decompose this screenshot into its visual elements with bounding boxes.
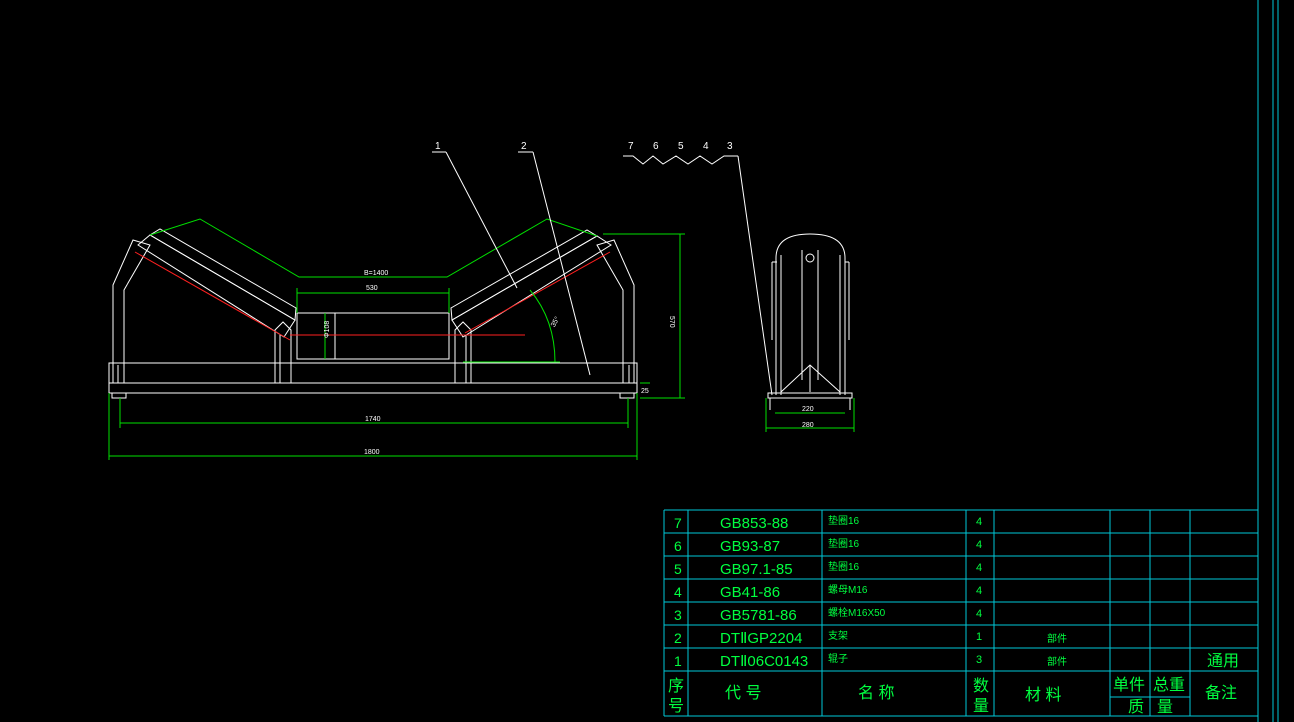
dim-1740-label: 1740	[365, 416, 381, 423]
row-code: GB5781-86	[720, 607, 797, 624]
dim-1800-label: 1800	[364, 449, 380, 456]
row-code: GB93-87	[720, 538, 780, 555]
right-roller	[450, 229, 612, 338]
header-total-mass-2: 量	[1157, 699, 1173, 716]
center-roller	[296, 312, 450, 360]
row-material: 部件	[1047, 655, 1067, 668]
header-no-2: 号	[668, 697, 684, 715]
row-name: 垫圈16	[828, 560, 860, 573]
balloon-1: 1	[435, 141, 441, 152]
row-no: 5	[674, 561, 682, 577]
row-no: 2	[674, 630, 682, 646]
front-balloons: 1 2	[435, 141, 527, 152]
header-qty-1: 数	[973, 677, 989, 695]
header-code: 代 号	[725, 684, 761, 702]
balloon-3: 3	[727, 141, 733, 152]
row-name: 垫圈16	[828, 514, 860, 527]
base-frame	[108, 239, 638, 399]
header-material: 材 料	[1025, 686, 1061, 704]
bom-header: 序 号 代 号 名 称 数 量 材 料 单件 质 总重 量 备注	[668, 676, 1237, 716]
balloon-7: 7	[628, 141, 634, 152]
row-name: 垫圈16	[828, 537, 860, 550]
row-remark: 通用	[1207, 652, 1239, 670]
bom-table: 7 GB853-88 垫圈16 4 6 GB93-87 垫圈16 4 5 GB97.1-85 垫圈1…	[663, 509, 1259, 717]
row-code: GB853-88	[720, 515, 788, 532]
front-view: B=1400 530 Φ108 35° 570 25 1740 1800 1 2	[108, 141, 685, 460]
balloon-6: 6	[653, 141, 659, 152]
row-name: 支架	[828, 630, 848, 642]
row-code: DTⅡGP2204	[720, 630, 802, 647]
bom-rows: 7 GB853-88 垫圈16 4 6 GB93-87 垫圈16 4 5 GB97.1-85 垫圈1…	[674, 514, 1239, 670]
row-code: GB97.1-85	[720, 561, 793, 578]
row-qty: 3	[976, 654, 982, 666]
header-no-1: 序	[668, 677, 684, 695]
dim-530-label: 530	[366, 285, 378, 292]
row-qty: 4	[976, 539, 982, 551]
dim-angle-label: 35°	[549, 315, 561, 328]
balloon-2: 2	[521, 141, 527, 152]
roller-axes	[134, 251, 611, 341]
header-remark: 备注	[1205, 684, 1237, 702]
side-view: 220 280 7 6 5 4 3	[623, 141, 855, 432]
front-leaders	[432, 151, 591, 376]
dim-b-label: B=1400	[364, 270, 388, 277]
row-code: DTⅡ06C0143	[720, 653, 808, 670]
row-name: 螺母M16	[828, 584, 868, 596]
row-qty: 4	[976, 585, 982, 597]
row-code: GB41-86	[720, 584, 780, 601]
dim-height-label: 570	[668, 316, 675, 328]
dim-280-label: 280	[802, 422, 814, 429]
header-unit-mass-2: 质	[1128, 698, 1144, 716]
row-qty: 4	[976, 608, 982, 620]
row-qty: 4	[976, 562, 982, 574]
dim-diameter-label: Φ108	[324, 321, 331, 338]
front-dimensions	[108, 218, 685, 460]
balloon-5: 5	[678, 141, 684, 152]
header-name: 名 称	[858, 684, 894, 702]
row-material: 部件	[1047, 632, 1067, 645]
row-no: 7	[674, 515, 682, 531]
row-no: 4	[674, 584, 682, 600]
dim-220-label: 220	[802, 406, 814, 413]
dim-gap-label: 25	[641, 388, 649, 395]
header-total-mass-1: 总重	[1153, 676, 1185, 694]
row-no: 3	[674, 607, 682, 623]
header-qty-2: 量	[973, 698, 989, 715]
row-name: 螺栓M16X50	[828, 606, 886, 619]
row-qty: 4	[976, 516, 982, 528]
row-no: 6	[674, 538, 682, 554]
balloon-4: 4	[703, 141, 709, 152]
drawing-border	[1257, 0, 1279, 722]
left-roller	[137, 228, 297, 338]
row-qty: 1	[976, 631, 982, 643]
side-balloons: 7 6 5 4 3	[628, 141, 733, 152]
header-unit-mass-1: 单件	[1113, 676, 1145, 694]
row-no: 1	[674, 653, 682, 669]
row-name: 辊子	[828, 652, 848, 665]
